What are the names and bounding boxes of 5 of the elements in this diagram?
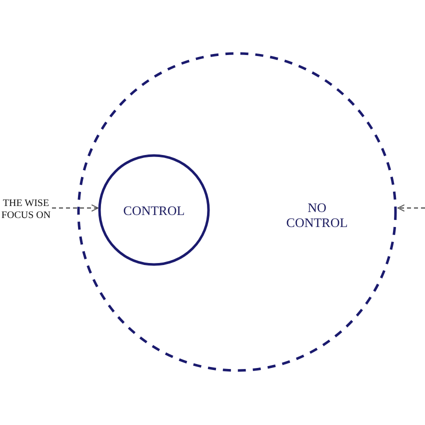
- arrow: [52, 204, 99, 212]
- circle-label: NO CONTROL: [285, 200, 349, 230]
- annotation-text: THE WISE FOCUS ON: [0, 198, 52, 222]
- arrow: [397, 204, 425, 212]
- circle-label: CONTROL: [122, 203, 186, 218]
